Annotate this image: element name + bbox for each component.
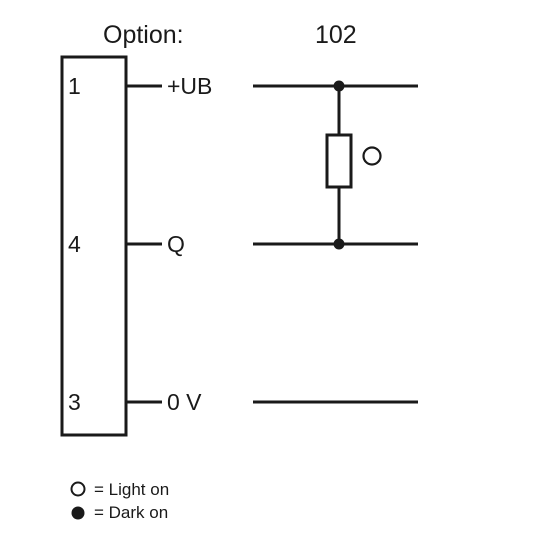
junction-dot-upper xyxy=(333,80,345,92)
legend-filled-circle-icon xyxy=(71,506,85,520)
pin-4-signal: Q xyxy=(167,231,185,257)
pin-4-number: 4 xyxy=(68,231,81,257)
light-on-marker xyxy=(362,146,382,166)
pin-1-signal: +UB xyxy=(167,73,212,99)
pin-3-signal: 0 V xyxy=(167,389,202,415)
legend-light-on-text: = Light on xyxy=(94,480,169,499)
junction-dot-lower xyxy=(333,238,345,250)
legend-dark-on-text: = Dark on xyxy=(94,503,168,522)
connector-body xyxy=(60,55,128,437)
pin-3-number: 3 xyxy=(68,389,81,415)
legend-open-circle-icon xyxy=(70,481,86,497)
load-resistor xyxy=(325,133,353,189)
option-label: Option: xyxy=(103,21,184,49)
pin-1-number: 1 xyxy=(68,73,81,99)
option-value: 102 xyxy=(315,21,357,49)
